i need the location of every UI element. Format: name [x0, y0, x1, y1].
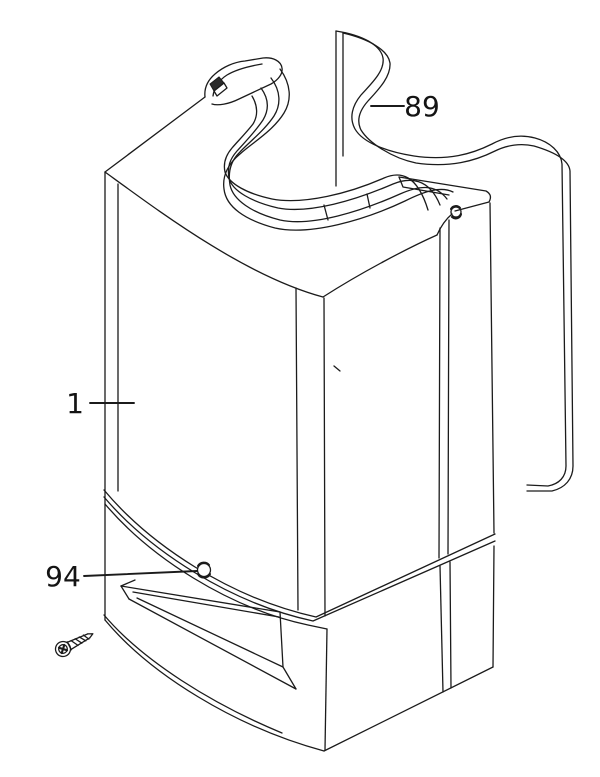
loose-screw-shank-top: [66, 633, 89, 643]
channel-curve-outer: [223, 68, 454, 231]
casing-right-edge-upper: [489, 202, 495, 534]
loose-screw-thread-2: [74, 638, 83, 644]
loose-screw-thread-4: [82, 634, 90, 640]
panel-screw-shade-bottom: [196, 572, 212, 579]
panel-screw-shade-top: [196, 561, 211, 568]
bottom-right-edge: [323, 666, 494, 752]
bottom-panel: [103, 365, 494, 752]
panel-screw-94: [196, 561, 212, 579]
channel-curve-inner: [223, 95, 429, 211]
recess-left-end: [120, 585, 130, 600]
surface-speck: [333, 365, 341, 372]
grip-recess: [120, 579, 297, 690]
channel-tick-2: [366, 193, 371, 209]
groove-line-2-upper: [447, 219, 450, 555]
bottom-panel-corner-edge: [324, 628, 328, 751]
right-clip-screw-shade-top: [449, 205, 462, 211]
bottom-edge-curve-outer: [104, 619, 325, 752]
casing-front-right-corner: [323, 297, 326, 617]
channel-curve-3: [227, 87, 441, 211]
recess-right-end: [279, 611, 297, 690]
casing-top-left-edge: [104, 96, 206, 173]
recess-tip-line: [120, 579, 136, 587]
seal-strip-edge-a: [335, 30, 567, 487]
recess-floor-line: [136, 597, 284, 668]
loose-screw-shank-bottom: [70, 637, 91, 651]
loose-screw-head-inner: [58, 644, 68, 654]
groove-line-1-lower: [439, 565, 444, 693]
seal-strip-edge-b: [342, 32, 574, 492]
loose-screw-tip: [87, 633, 94, 639]
loose-screw-part: [54, 633, 94, 658]
callout-label-94: 94: [45, 560, 81, 593]
casing-part: [103, 57, 496, 752]
top-seal-channel: [223, 68, 454, 231]
casing-right-edge-lower: [492, 545, 495, 668]
loose-screw-slot-2: [60, 643, 66, 655]
casing-corner-to-bar: [436, 213, 453, 236]
casing-front-top-edge: [104, 171, 324, 298]
right-clip-screw: [449, 205, 463, 220]
loose-screw-thread-1: [70, 639, 79, 647]
clip-outline: [204, 57, 283, 106]
casing-right-top-edge: [322, 234, 438, 298]
channel-tick-1: [323, 204, 329, 221]
seam-line-inner: [103, 496, 496, 622]
recess-inner-top: [132, 591, 280, 618]
recess-near-rim: [128, 598, 297, 690]
groove-line-1-upper: [438, 227, 441, 559]
groove-line-2-lower: [449, 561, 452, 689]
recess-far-rim: [120, 585, 281, 613]
callout-leader-94: [83, 570, 198, 577]
callout-label-1: 1: [66, 387, 84, 420]
seal-strip-part: [335, 30, 574, 492]
callouts: 1 89 94: [45, 90, 440, 593]
seam-line-panel-top: [104, 503, 328, 630]
top-right-edge-bar: [398, 176, 492, 212]
right-face-groove: [438, 219, 452, 693]
loose-screw-collar: [66, 641, 72, 651]
left-retaining-clip: [204, 57, 283, 106]
casing-front-right-silhouette: [295, 287, 299, 611]
right-clip-screw-shade-bottom: [450, 212, 463, 220]
panel-seam: [103, 489, 496, 630]
clip-slot-shadow: [213, 82, 228, 97]
callout-label-89: 89: [404, 90, 440, 123]
bottom-edge-curve-inner: [103, 614, 283, 734]
loose-screw-thread-3: [78, 636, 87, 642]
channel-curve-2: [228, 77, 448, 223]
seam-line-outer: [103, 489, 496, 618]
